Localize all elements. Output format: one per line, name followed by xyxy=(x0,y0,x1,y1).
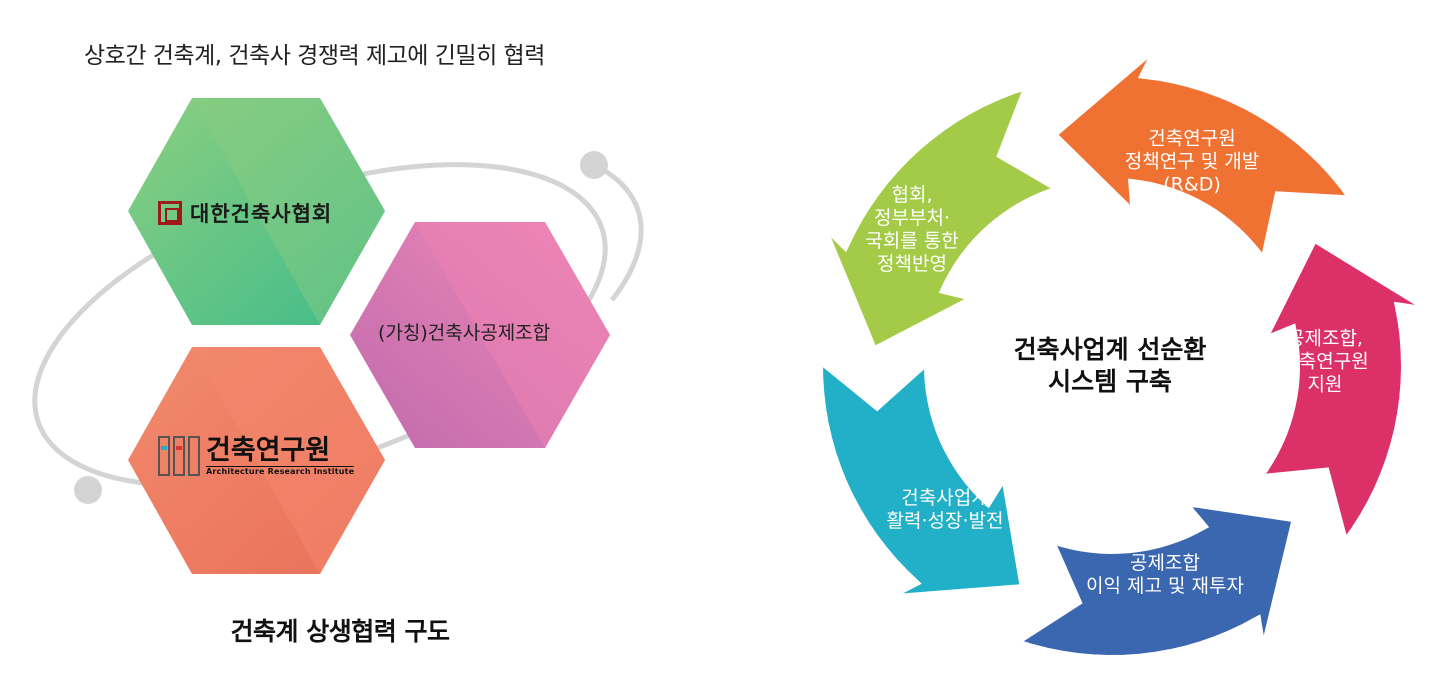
top-caption: 상호간 건축계, 건축사 경쟁력 제고에 긴밀히 협력 xyxy=(84,43,545,69)
segment-line: 건축사업계 xyxy=(901,487,989,509)
cycle-arrow-3 xyxy=(816,354,1027,601)
segment-line: (R&D) xyxy=(1163,173,1221,196)
segment-line: 정책반영 xyxy=(877,253,947,275)
cycle-arrow-0 xyxy=(1253,235,1431,549)
segment-line: 지원 xyxy=(1307,373,1343,396)
segment-line: 정부부처· xyxy=(874,207,950,229)
segment-line: 이익 제고 및 재투자 xyxy=(1086,575,1244,597)
cycle-center-title: 건축사업계 선순환 시스템 구축 xyxy=(1014,334,1207,398)
segment-line: 정책연구 및 개발 xyxy=(1124,150,1260,173)
ari-label: 건축연구원 xyxy=(206,435,331,466)
kira-label: 대한건축사협회 xyxy=(190,202,333,226)
left-diagram-title: 건축계 상생협력 구도 xyxy=(230,617,450,646)
coop-label: (가칭)건축사공제조합 xyxy=(378,322,551,344)
cycle-arrow-1 xyxy=(1049,44,1358,268)
hexagon-orange-shade xyxy=(192,347,385,574)
segment-line: 공제조합, xyxy=(1287,327,1363,350)
segment-line: 건축연구원 xyxy=(1148,127,1236,150)
center-line-1: 건축사업계 선순환 xyxy=(1013,335,1207,364)
orbit-dot xyxy=(74,476,102,504)
cycle-arrow-2 xyxy=(819,81,1066,354)
segment-line: 국회를 통한 xyxy=(865,230,959,252)
kira-logo-icon xyxy=(158,201,182,225)
ari-logo: 건축연구원 Architecture Research Institute xyxy=(158,435,355,476)
segment-line: 활력·성장·발전 xyxy=(886,510,1004,532)
segment-line: 협회, xyxy=(891,184,933,206)
segment-line: 건축연구원 xyxy=(1281,350,1369,373)
cycle-arrow-4 xyxy=(1009,498,1299,662)
hexagon-green xyxy=(128,98,385,325)
segment-line: 공제조합 xyxy=(1130,552,1200,574)
ari-sublabel: Architecture Research Institute xyxy=(206,466,355,476)
cycle-arrows xyxy=(816,44,1431,662)
ari-logo-icon xyxy=(158,436,200,476)
center-line-2: 시스템 구축 xyxy=(1048,367,1172,396)
hexagon-pink-shade xyxy=(415,222,610,448)
hexagon-green-shade xyxy=(192,98,385,325)
kira-logo: 대한건축사협회 xyxy=(158,198,332,228)
orbit-dot xyxy=(580,151,608,179)
orbit-ellipse-front xyxy=(592,162,644,302)
